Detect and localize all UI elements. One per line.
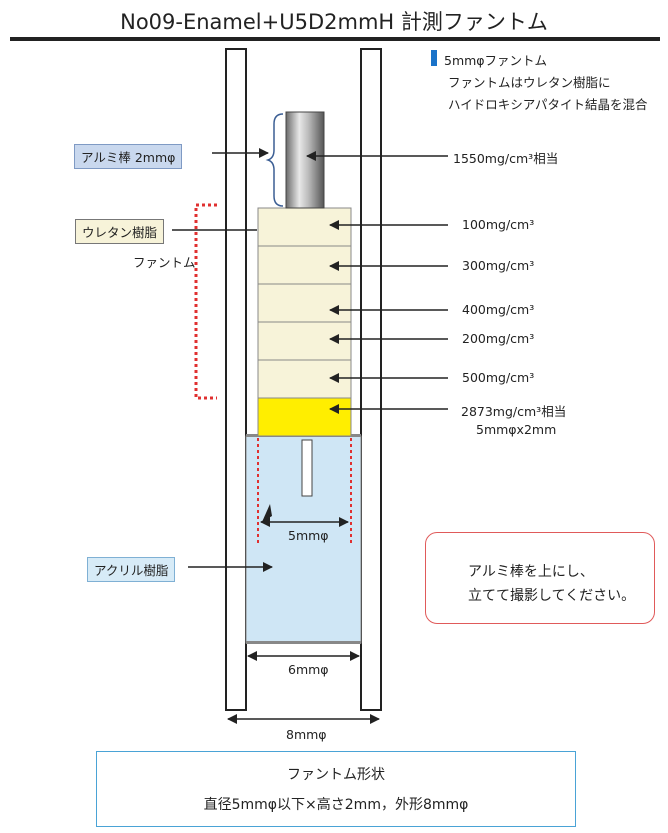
label-enamel-density: 2873mg/cm³相当 <box>461 404 567 419</box>
outer-wall-left <box>225 48 247 711</box>
title-underline <box>10 37 660 41</box>
notice-line-1: アルミ棒を上にし、 <box>468 564 594 580</box>
aluminum-rod <box>285 111 325 209</box>
notice-box: アルミ棒を上にし、 立てて撮影してください。 <box>425 532 655 624</box>
spec-box: ファントム形状 直径5mmφ以下×高さ2mm，外形8mmφ <box>96 751 576 827</box>
spec-heading: ファントム形状 <box>287 767 385 783</box>
phantom-bracket <box>194 203 217 400</box>
dim-5mm-tick <box>262 504 272 522</box>
label-layer-400: 400mg/cm³ <box>462 302 535 317</box>
label-phantom: ファントム <box>133 255 196 270</box>
rod-brace <box>265 113 284 207</box>
label-layer-100: 100mg/cm³ <box>462 217 535 232</box>
layer-300 <box>257 245 352 285</box>
label-aluminum-rod: アルミ棒 2mmφ <box>74 144 183 169</box>
layer-enamel <box>257 397 352 437</box>
label-urethane: ウレタン樹脂 <box>75 219 165 244</box>
dim-5mm-label: 5mmφ <box>288 528 329 543</box>
layer-400 <box>257 283 352 323</box>
page-title: No09-Enamel+U5D2mmH 計測ファントム <box>120 10 548 34</box>
layer-200 <box>257 321 352 361</box>
label-layer-500: 500mg/cm³ <box>462 370 535 385</box>
legend-line-1: ファントムはウレタン樹脂に <box>448 75 611 90</box>
legend-line-2: ハイドロキシアパタイト結晶を混合 <box>448 97 648 112</box>
label-layer-300: 300mg/cm³ <box>462 258 535 273</box>
legend-heading: 5mmφファントム <box>444 53 548 68</box>
label-acrylic: アクリル樹脂 <box>87 557 176 582</box>
acrylic-slot <box>301 439 313 497</box>
dim-8mm-label: 8mmφ <box>286 727 327 742</box>
label-layer-200: 200mg/cm³ <box>462 331 535 346</box>
layer-500 <box>257 359 352 399</box>
dim-6mm-label: 6mmφ <box>288 662 329 677</box>
legend-marker <box>431 50 437 66</box>
notice-line-2: 立てて撮影してください。 <box>468 588 636 604</box>
acrylic-bottom-edge <box>246 641 361 644</box>
spec-text: 直径5mmφ以下×高さ2mm，外形8mmφ <box>203 797 469 813</box>
label-enamel-size: 5mmφx2mm <box>476 422 557 437</box>
outer-wall-right <box>360 48 382 711</box>
label-rod-density: 1550mg/cm³相当 <box>453 151 559 166</box>
layer-100 <box>257 207 352 247</box>
